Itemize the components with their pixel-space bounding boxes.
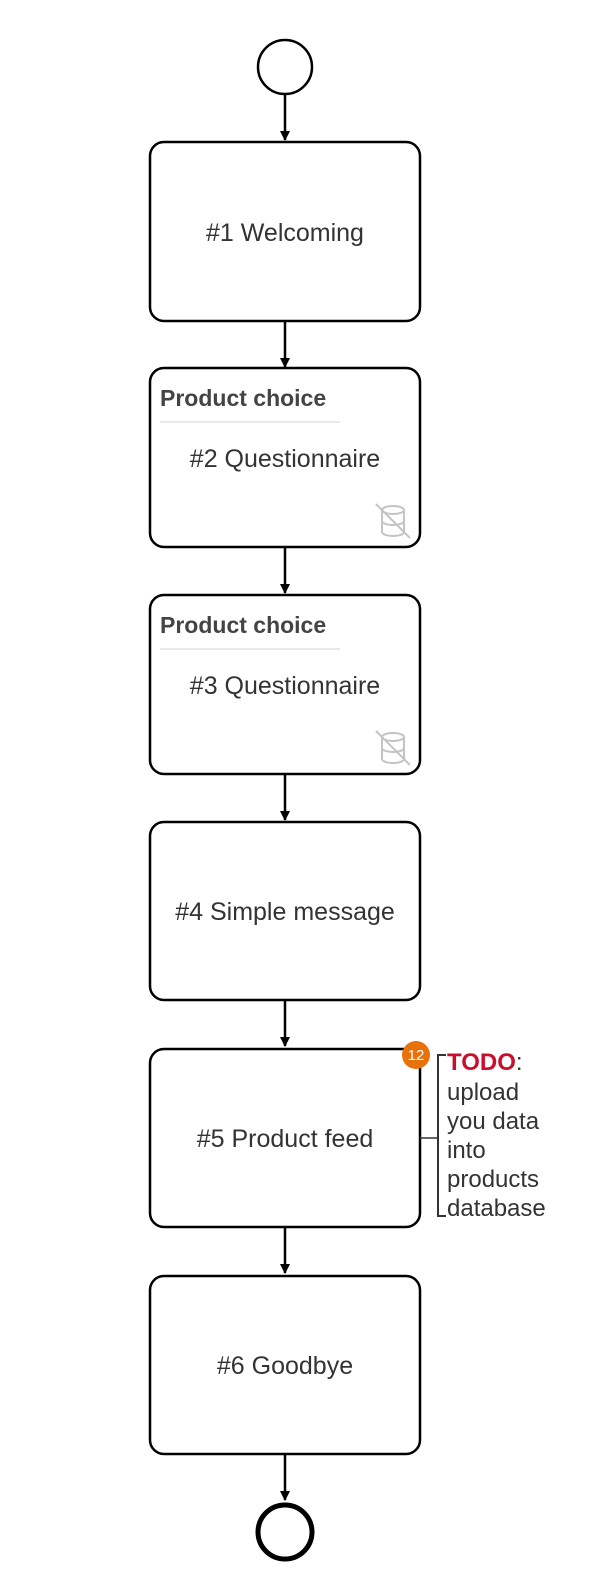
task-box[interactable] — [148, 140, 422, 323]
count-badge: 12 — [402, 1041, 430, 1069]
task-label: #6 Goodbye — [217, 1352, 353, 1380]
task-4[interactable]: #4 Simple message — [148, 820, 422, 1002]
task-5[interactable]: #5 Product feed — [148, 1047, 422, 1229]
text-annotation[interactable]: TODO: upload you data into products data… — [420, 1049, 546, 1222]
start-event[interactable] — [256, 38, 314, 96]
annotation-line: upload — [447, 1079, 519, 1106]
annotation-line: you data — [447, 1108, 540, 1135]
todo-suffix: : — [516, 1049, 523, 1076]
end-event[interactable] — [255, 1502, 315, 1562]
task-6[interactable]: #6 Goodbye — [148, 1274, 422, 1456]
annotation-line: into — [447, 1137, 486, 1164]
task-3[interactable]: Product choice #3 Questionnaire — [148, 593, 422, 776]
task-box[interactable] — [148, 820, 422, 1002]
annotation-line: products — [447, 1166, 539, 1193]
task-1[interactable]: #1 Welcoming — [148, 140, 422, 323]
database-off-icon — [375, 730, 411, 766]
task-label: #3 Questionnaire — [190, 672, 380, 700]
task-box[interactable] — [148, 366, 422, 549]
badge-count: 12 — [408, 1047, 425, 1064]
task-label: #1 Welcoming — [206, 219, 364, 247]
annotation-heading: TODO: — [447, 1049, 523, 1076]
todo-label: TODO — [447, 1049, 516, 1076]
annotation-bracket — [437, 1054, 446, 1217]
task-label: #4 Simple message — [175, 898, 395, 926]
task-2[interactable]: Product choice #2 Questionnaire — [148, 366, 422, 549]
annotation-line: database — [447, 1195, 546, 1222]
badge-circle — [402, 1041, 430, 1069]
group-label: Product choice — [160, 612, 326, 638]
database-off-icon — [375, 503, 411, 539]
group-label: Product choice — [160, 385, 326, 411]
task-box[interactable] — [148, 1274, 422, 1456]
task-label: #2 Questionnaire — [190, 445, 380, 473]
task-label: #5 Product feed — [197, 1125, 374, 1153]
task-box[interactable] — [148, 593, 422, 776]
